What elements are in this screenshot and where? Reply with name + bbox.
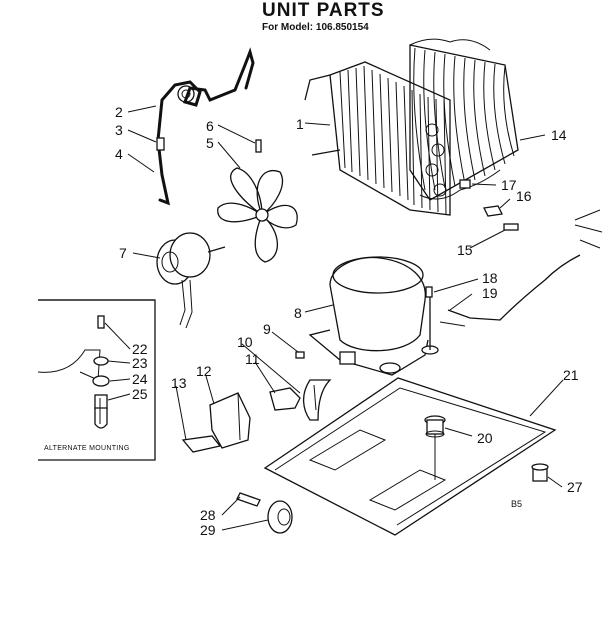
callout-6: 6 — [206, 118, 214, 134]
callout-22: 22 — [132, 341, 148, 357]
compressor-8 — [308, 256, 439, 376]
screw-6 — [255, 139, 262, 153]
callout-10: 10 — [237, 334, 253, 350]
callout-21: 21 — [563, 367, 579, 383]
callout-labels: 1 2 3 4 5 6 7 8 9 10 11 12 13 14 15 16 1… — [115, 104, 583, 538]
callout-7: 7 — [119, 245, 127, 261]
cover-12 — [209, 392, 251, 449]
callout-16: 16 — [516, 188, 532, 204]
callout-15: 15 — [457, 242, 473, 258]
overload-11 — [269, 387, 301, 411]
callout-11: 11 — [245, 351, 260, 367]
bracket-17 — [459, 179, 471, 189]
bracket-13 — [181, 435, 222, 453]
callout-29: 29 — [200, 522, 216, 538]
clip-9 — [295, 351, 305, 359]
capillary-tube-2-4 — [156, 47, 255, 206]
axle-28 — [236, 492, 261, 507]
callout-3: 3 — [115, 122, 123, 138]
relay-10 — [302, 379, 332, 421]
callout-25: 25 — [132, 386, 148, 402]
callout-17: 17 — [501, 177, 517, 193]
callout-28: 28 — [200, 507, 216, 523]
callout-2: 2 — [115, 104, 123, 120]
callout-5: 5 — [206, 135, 214, 151]
callout-27: 27 — [567, 479, 583, 495]
screw-18 — [425, 286, 433, 298]
fan-motor-7 — [156, 232, 226, 329]
screw-15 — [503, 223, 519, 231]
evaporator-1 — [304, 61, 451, 216]
callout-9: 9 — [263, 321, 271, 337]
callout-18: 18 — [482, 270, 498, 286]
grommet-20 — [424, 415, 446, 438]
base-plate-21 — [263, 377, 557, 536]
clip-16 — [483, 205, 503, 217]
diagram-title: UNIT PARTS — [262, 0, 385, 21]
condenser-coil-14 — [409, 38, 519, 201]
diagram-code: B5 — [511, 499, 523, 509]
wire-harness-19 — [439, 209, 603, 327]
callout-12: 12 — [196, 363, 212, 379]
callout-4: 4 — [115, 146, 123, 162]
callout-23: 23 — [132, 355, 148, 371]
model-subtitle: For Model: 106.850154 — [262, 22, 369, 33]
alternate-mounting-inset — [37, 299, 156, 461]
inset-caption: ALTERNATE MOUNTING — [44, 445, 130, 452]
fan-blade-5 — [217, 167, 298, 263]
callout-13: 13 — [171, 375, 187, 391]
callout-19: 19 — [482, 285, 498, 301]
wheel-29 — [267, 500, 293, 534]
callout-20: 20 — [477, 430, 493, 446]
callout-8: 8 — [294, 305, 302, 321]
callout-1: 1 — [296, 116, 304, 132]
leader-lines — [104, 105, 564, 531]
foot-27 — [531, 463, 549, 482]
callout-14: 14 — [551, 127, 567, 143]
callout-24: 24 — [132, 371, 148, 387]
